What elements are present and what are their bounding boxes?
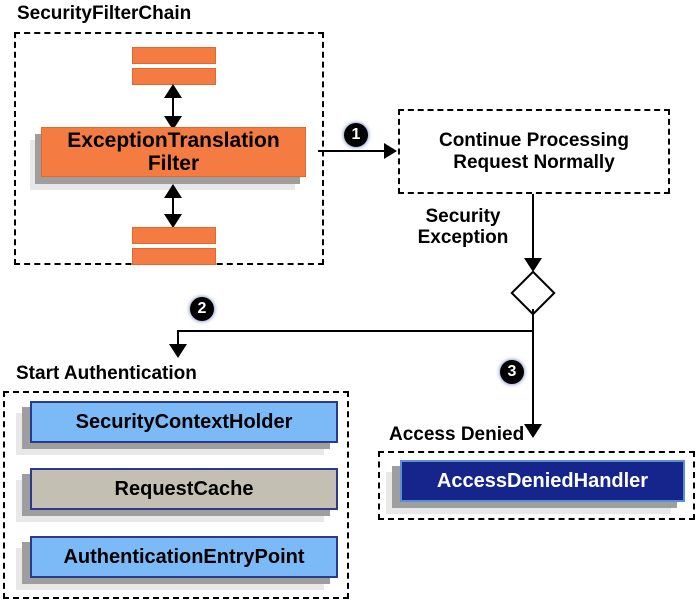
node-security-context-holder[interactable]: SecurityContextHolder [16, 401, 341, 455]
edge-security-exception-line [532, 194, 534, 266]
edge-2-line [177, 330, 534, 332]
node-label-access-denied-handler: AccessDeniedHandler [400, 460, 685, 502]
node-label-exception-translation-filter: ExceptionTranslation Filter [41, 127, 306, 177]
filter-strip-bottom-2 [132, 248, 216, 265]
node-request-cache[interactable]: RequestCache [16, 468, 341, 522]
group-title-security-filter-chain: SecurityFilterChain [17, 3, 192, 24]
arrow-down-to-strips [164, 214, 182, 228]
step-badge-1: 1 [344, 123, 368, 147]
connector-bottom-vertical [172, 196, 174, 220]
edge-1-line [318, 150, 386, 152]
node-access-denied-handler[interactable]: AccessDeniedHandler [386, 460, 688, 514]
node-continue-processing[interactable]: Continue Processing Request Normally [398, 109, 670, 194]
edge-1-arrowhead [384, 143, 397, 159]
node-label-request-cache: RequestCache [30, 468, 338, 510]
edge-label-security-exception: Security Exception [417, 206, 509, 249]
node-authentication-entry-point[interactable]: AuthenticationEntryPoint [16, 536, 341, 590]
node-label-security-context-holder: SecurityContextHolder [30, 401, 338, 443]
edge-3-arrowhead [524, 424, 542, 438]
filter-strip-top-1 [132, 47, 216, 64]
step-badge-2: 2 [190, 297, 214, 321]
filter-strip-top-2 [132, 68, 216, 85]
connector-top-vertical [172, 92, 174, 122]
edge-security-exception-arrowhead [524, 258, 542, 272]
edge-3-line [532, 330, 534, 430]
edge-2-stem [532, 309, 534, 331]
group-start-authentication [3, 391, 349, 599]
filter-strip-bottom-1 [132, 227, 216, 244]
node-label-authentication-entry-point: AuthenticationEntryPoint [30, 536, 338, 578]
step-badge-3: 3 [500, 360, 524, 384]
node-exception-translation-filter[interactable]: ExceptionTranslation Filter [30, 127, 315, 190]
group-access-denied [378, 451, 695, 520]
edge-2-drop [177, 330, 179, 348]
arrow-up-to-filter [164, 184, 182, 198]
group-title-access-denied: Access Denied [389, 424, 525, 445]
edge-2-arrowhead [169, 344, 187, 358]
group-title-start-authentication: Start Authentication [16, 363, 197, 384]
arrow-down-to-filter [164, 116, 182, 130]
arrow-up-to-strips [164, 84, 182, 98]
